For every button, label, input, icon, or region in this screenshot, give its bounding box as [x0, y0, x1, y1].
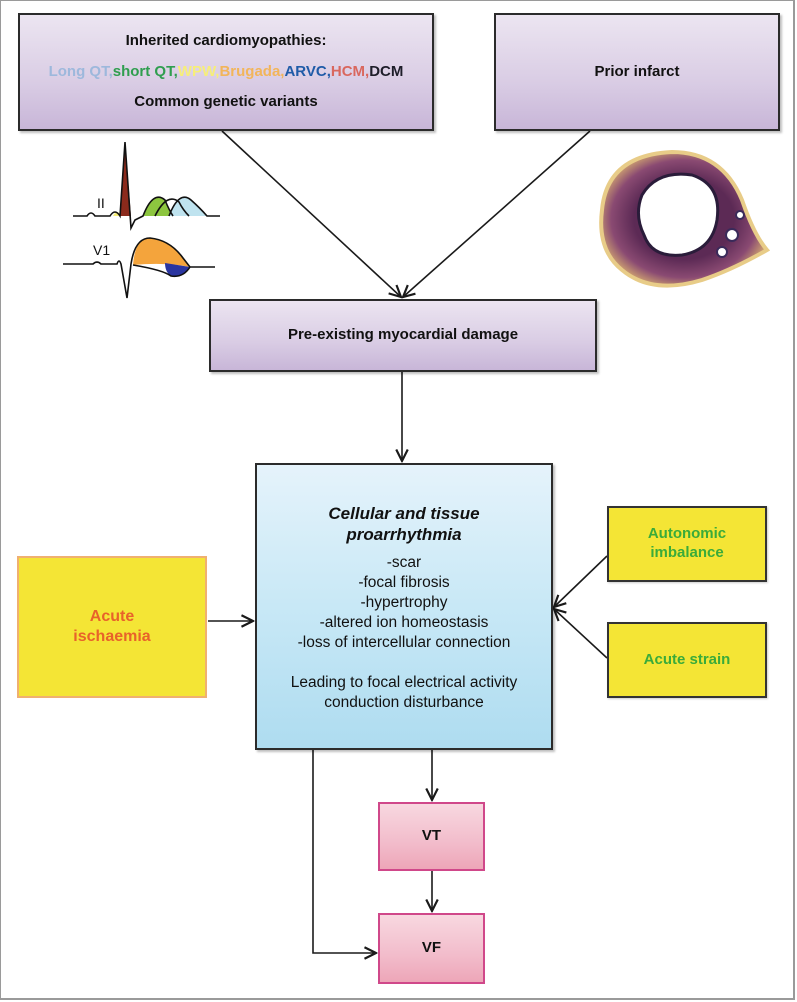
prior-infarct-box: Prior infarct	[494, 13, 780, 131]
ecg-lead-v1-label: V1	[93, 242, 110, 258]
variant-brugada: Brugada,	[219, 62, 285, 80]
variant-wpw: WPW,	[177, 62, 220, 80]
vt-label: VT	[421, 827, 442, 845]
acute-ischaemia-line2: ischaemia	[73, 628, 151, 645]
mechanism-item: -hypertrophy	[360, 594, 448, 611]
autonomic-line1: Autonomic	[647, 525, 727, 543]
mechanism-item: -altered ion homeostasis	[319, 614, 489, 631]
prior-infarct-label: Prior infarct	[594, 62, 680, 80]
variant-long-qt: Long QT,	[48, 62, 113, 80]
heart-scar-spot	[716, 246, 728, 258]
cellular-title: Cellular and tissue proarrhythmia	[328, 503, 479, 545]
acute-strain-box: Acute strain	[607, 622, 767, 698]
vt-box: VT	[378, 802, 485, 871]
variant-short-qt: short QT,	[112, 62, 178, 80]
cellular-title-line1: Cellular and tissue	[328, 504, 480, 523]
vf-box: VF	[378, 913, 485, 984]
mechanism-item: -focal fibrosis	[358, 574, 450, 591]
vf-label: VF	[421, 939, 442, 957]
ecg-lead-ii-trace	[73, 141, 220, 231]
heart-scar-spot	[725, 228, 739, 242]
variant-arvc: ARVC,	[284, 62, 331, 80]
inherited-subtitle: Common genetic variants	[134, 93, 318, 111]
ecg-illustration: II V1	[63, 141, 220, 299]
autonomic-line2: imbalance	[650, 544, 724, 561]
heart-scar-spot	[735, 210, 745, 220]
cellular-title-line2: proarrhythmia	[346, 525, 462, 544]
ecg-v1-trace	[63, 237, 215, 299]
ecg-v1-orange-fill	[133, 238, 190, 267]
mechanism-item: -scar	[386, 554, 422, 571]
heart-lumen	[637, 172, 720, 257]
heart-cross-section-image	[599, 149, 771, 288]
variant-hcm: HCM,	[330, 62, 370, 80]
variant-dcm: DCM	[369, 62, 404, 80]
ecg-lead-ii-label: II	[97, 195, 105, 211]
autonomic-imbalance-box: Autonomic imbalance	[607, 506, 767, 582]
acute-ischaemia-line1: Acute	[89, 608, 135, 625]
cellular-consequence: Leading to focal electrical activity con…	[291, 673, 518, 713]
cellular-mechanism-list: -scar -focal fibrosis -hypertrophy -alte…	[298, 553, 511, 653]
inherited-variants-list: Long QT,short QT,WPW,Brugada,ARVC,HCM,DC…	[49, 63, 404, 82]
cellular-proarrhythmia-box: Cellular and tissue proarrhythmia -scar …	[255, 463, 553, 750]
cellular-consequence-line1: Leading to focal electrical activity	[290, 674, 518, 691]
inherited-cardiomyopathies-box: Inherited cardiomyopathies: Long QT,shor…	[18, 13, 434, 131]
acute-strain-label: Acute strain	[643, 650, 731, 668]
pre-existing-damage-label: Pre-existing myocardial damage	[287, 326, 519, 344]
mechanism-item: -loss of intercellular connection	[297, 634, 511, 651]
pre-existing-damage-box: Pre-existing myocardial damage	[209, 299, 597, 372]
inherited-title: Inherited cardiomyopathies:	[125, 31, 327, 49]
acute-ischaemia-box: Acute ischaemia	[17, 556, 207, 698]
cellular-consequence-line2: conduction disturbance	[324, 694, 484, 711]
